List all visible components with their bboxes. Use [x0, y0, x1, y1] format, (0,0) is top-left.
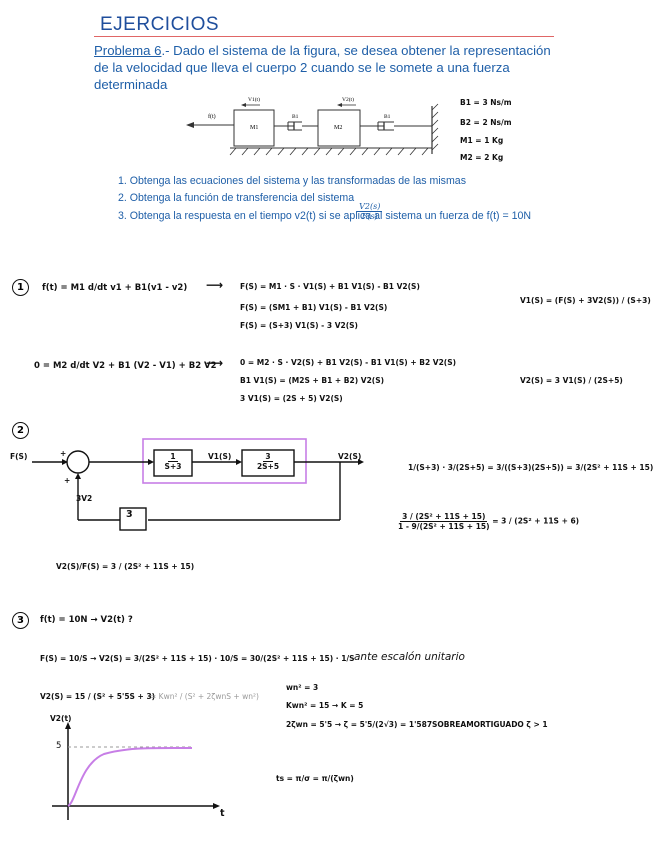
eq2-rhs-2: B1 V1(S) = (M2S + B1 + B2) V2(S): [240, 376, 385, 385]
p3-line2: F(S) = 10/S → V2(S) = 3/(2S² + 11S + 15)…: [40, 654, 355, 663]
problem-text: .- Dado el sistema de la figura, se dese…: [94, 43, 551, 92]
graph-xlabel: t: [220, 808, 225, 819]
b1-label-2: B1: [384, 114, 391, 120]
m2-label: M2: [334, 125, 342, 131]
bd-block2-den: 2S+5: [256, 462, 280, 471]
problem-statement: Problema 6.- Dado el sistema de la figur…: [94, 42, 564, 93]
p3-wn: wn² = 3: [286, 683, 319, 692]
bd-input: F(S): [10, 452, 28, 461]
part2-circle: 2: [12, 422, 29, 439]
b1-label-1: B1: [292, 114, 299, 120]
eq2-lhs: 0 = M2 d/dt V2 + B1 (V2 - V1) + B2 V2: [34, 361, 217, 371]
eq2-rhs-1: 0 = M2 · S · V2(S) + B1 V2(S) - B1 V1(S)…: [240, 358, 457, 367]
tf-reduce-res: 3 / (2S² + 11S + 6): [501, 516, 580, 526]
graph-ylabel: V2(t): [50, 714, 72, 723]
task-1: 1. Obtenga las ecuaciones del sistema y …: [118, 175, 466, 187]
m1-label: M1: [250, 125, 258, 131]
bd-block2-num: 3: [263, 452, 273, 462]
graph-level: 5: [56, 741, 62, 751]
eq1-rhs-3: F(S) = (S+3) V1(S) - 3 V2(S): [240, 321, 358, 330]
p3-escalon: ante escalón unitario: [354, 651, 465, 663]
v1-label: V1(t): [248, 96, 260, 103]
problem-label: Problema 6: [94, 43, 162, 58]
task-2-den: F(s): [361, 212, 378, 221]
tf-reduce: 3 / (2S² + 11S + 15)1 - 9/(2S² + 11S + 1…: [398, 512, 579, 531]
force-label: f(t): [208, 113, 216, 120]
param-m2: M2 = 2 Kg: [460, 153, 504, 162]
tf-product: 1/(S+3) · 3/(2S+5) = 3/((S+3)(2S+5)) = 3…: [408, 463, 654, 472]
p3-standard-form: = Kwn² / (S² + 2ζwnS + wn²): [150, 692, 259, 701]
bd-mid-signal: V1(S): [208, 452, 232, 461]
v2-label: V2(t): [342, 96, 354, 103]
eq1-rhs-1: F(S) = M1 · S · V1(S) + B1 V1(S) - B1 V2…: [240, 282, 420, 291]
step-response-graph: [52, 722, 220, 820]
p3-ts: ts = π/σ = π/(ζwn): [276, 774, 354, 783]
tf-reduce-den: 1 - 9/(2S² + 11S + 15): [398, 522, 490, 531]
p3-line1: f(t) = 10N → V2(t) ?: [40, 615, 133, 625]
tf-reduce-eq: =: [492, 516, 502, 526]
p3-zeta: 2ζwn = 5'5 → ζ = 5'5/(2√3) = 1'587: [286, 720, 433, 729]
part3-circle: 3: [12, 612, 29, 629]
tf-reduce-num: 3 / (2S² + 11S + 15): [400, 512, 488, 522]
task-2-num: V2(s): [357, 202, 383, 212]
param-b2: B2 = 2 Ns/m: [460, 118, 512, 127]
arrow-2: ⟶: [206, 356, 224, 370]
bd-feedback-block: 3: [126, 509, 133, 520]
bd-plus-1: +: [60, 449, 67, 458]
p3-k: Kwn² = 15 → K = 5: [286, 701, 364, 710]
eq1-lhs: f(t) = M1 d/dt v1 + B1(v1 - v2): [42, 283, 188, 293]
v1-result: V1(S) = (F(S) + 3V2(S)) / (S+3): [520, 296, 651, 305]
bd-block1-den: S+3: [164, 462, 182, 471]
page-title: EJERCICIOS: [100, 14, 220, 35]
bd-output: V2(S): [338, 452, 362, 461]
mechanical-system-figure: f(t) M1 V1(t) B1 M2 V2(t) B1: [186, 96, 439, 156]
p3-v2s: V2(S) = 15 / (S² + 5'5S + 3): [40, 692, 156, 701]
part1-circle: 1: [12, 279, 29, 296]
arrow-1: ⟶: [206, 278, 224, 292]
task-3: 3. Obtenga la respuesta en el tiempo v2(…: [118, 210, 532, 222]
task-2: 2. Obtenga la función de transferencia d…: [118, 192, 383, 221]
param-m1: M1 = 1 Kg: [460, 136, 504, 145]
p3-sobre: SOBREAMORTIGUADO ζ > 1: [432, 720, 548, 729]
block-diagram: [32, 438, 364, 531]
title-underline: [94, 36, 554, 37]
task-2-text: 2. Obtenga la función de transferencia d…: [118, 192, 355, 204]
bd-feedback-label: 3V2: [76, 494, 93, 503]
eq1-rhs-2: F(S) = (SM1 + B1) V1(S) - B1 V2(S): [240, 303, 388, 312]
bd-plus-2: +: [64, 476, 71, 485]
eq2-rhs-3: 3 V1(S) = (2S + 5) V2(S): [240, 394, 343, 403]
bd-block1-num: 1: [168, 452, 178, 462]
v2-result: V2(S) = 3 V1(S) / (2S+5): [520, 376, 623, 385]
param-b1: B1 = 3 Ns/m: [460, 98, 512, 107]
transfer-function: V2(S)/F(S) = 3 / (2S² + 11S + 15): [56, 562, 195, 571]
